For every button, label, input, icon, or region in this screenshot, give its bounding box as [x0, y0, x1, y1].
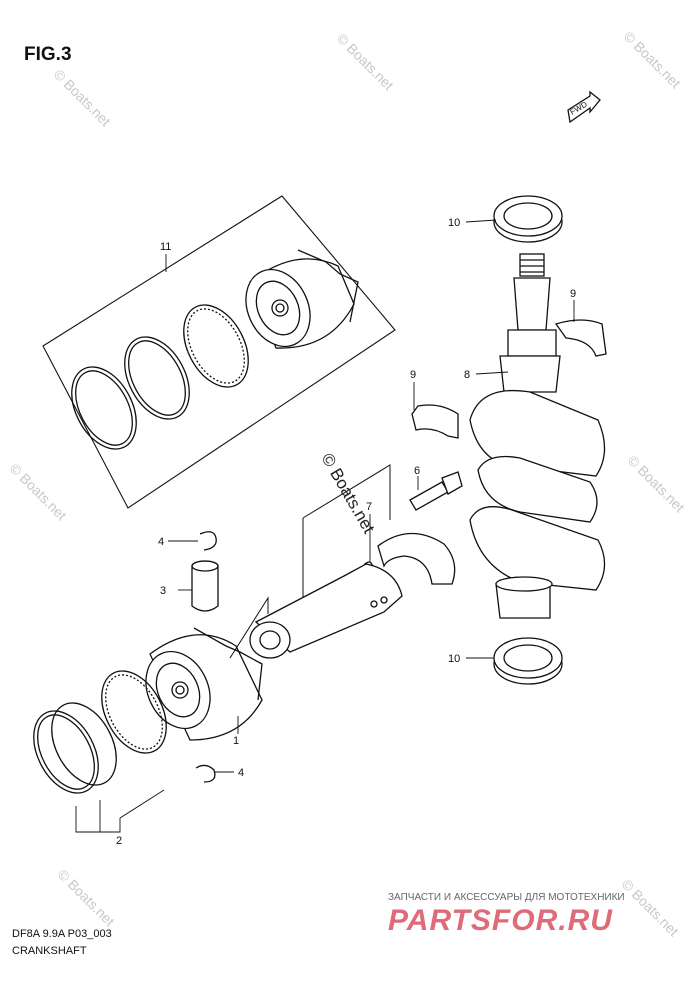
part-8-crankshaft	[469, 253, 606, 619]
callout-9-lower: 9	[410, 369, 416, 381]
callout-10-top: 10	[448, 217, 460, 229]
callout-1: 1	[233, 735, 239, 747]
part-2-rings	[33, 670, 167, 794]
part-1-piston	[145, 596, 269, 741]
callout-2: 2	[116, 835, 122, 847]
watermark-parts-logo: PARTSFOR.RU	[388, 904, 613, 937]
connecting-rod	[249, 563, 403, 659]
part-10-oil-seal-bottom	[493, 637, 563, 685]
leader-lines	[75, 219, 575, 833]
part-11-rings	[71, 304, 249, 450]
part-9-bearing-lower	[411, 404, 459, 439]
part-11-frame	[42, 195, 396, 509]
callout-10-bottom: 10	[448, 653, 460, 665]
part-10-oil-seal-top	[493, 195, 563, 243]
callout-4-top: 4	[158, 536, 164, 548]
part-4-circlip-top	[199, 531, 217, 551]
part-3-piston-pin	[191, 560, 219, 612]
callout-7: 7	[366, 501, 372, 513]
callout-8: 8	[464, 369, 470, 381]
callout-11: 11	[160, 241, 171, 253]
figure-name: CRANKSHAFT	[12, 945, 87, 957]
callout-9-upper: 9	[570, 288, 576, 300]
callout-3: 3	[160, 585, 166, 597]
figure-code: DF8A 9.9A P03_003	[12, 928, 112, 940]
part-4-circlip-bottom	[195, 764, 216, 783]
part-6-bolt	[409, 471, 463, 511]
callout-4-bottom: 4	[238, 767, 244, 779]
fwd-arrow-icon: FWD	[567, 90, 601, 124]
figure-title: FIG.3	[24, 44, 72, 65]
watermark-parts-tagline: ЗАПЧАСТИ И АКСЕССУАРЫ ДЛЯ МОТОТЕХНИКИ	[388, 892, 625, 903]
part-11-piston	[245, 249, 359, 349]
connecting-rod-cap	[377, 532, 456, 585]
part-9-bearing-upper	[554, 319, 607, 357]
callout-6: 6	[414, 465, 420, 477]
